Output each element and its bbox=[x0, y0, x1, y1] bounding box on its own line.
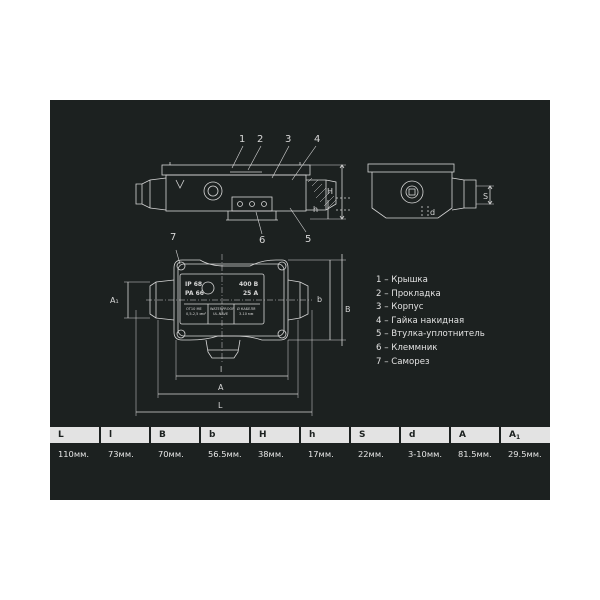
dimensions-table: L l B b H h S d A A1 110мм. 73мм. 70мм. … bbox=[50, 427, 550, 463]
legend-item-3: 3 – Корпус bbox=[376, 302, 424, 313]
label-small-3-line2: 3-10 мм bbox=[239, 312, 254, 316]
side-view-body bbox=[165, 174, 307, 212]
cell-S: 22мм. bbox=[358, 449, 384, 459]
side-view-port bbox=[203, 181, 223, 201]
col-header-B: B bbox=[150, 427, 201, 443]
screw-bottom-left bbox=[176, 329, 186, 339]
dim-S-label: S bbox=[483, 192, 488, 201]
legend-item-6: 6 – Клеммник bbox=[376, 342, 438, 353]
side-view-right-gland bbox=[306, 179, 337, 211]
cell-A1: 29.5мм. bbox=[508, 449, 542, 459]
callout-1: 1 bbox=[239, 134, 246, 145]
dim-H-label: H bbox=[327, 187, 333, 196]
screw-top-right bbox=[277, 261, 287, 271]
end-view-lid bbox=[367, 163, 455, 173]
end-view-body bbox=[371, 172, 453, 219]
col-header-b: b bbox=[200, 427, 251, 443]
end-view-port bbox=[400, 180, 424, 204]
col-header-H: H bbox=[250, 427, 301, 443]
parts-legend: 1 – Крышка 2 – Прокладка 3 – Корпус 4 – … bbox=[376, 274, 485, 369]
cell-h: 17мм. bbox=[308, 449, 334, 459]
label-small-1-line1: ОТ10 МЕ bbox=[186, 307, 202, 311]
label-rating-right-2: 25 А bbox=[243, 290, 258, 297]
side-view-terminal-block bbox=[231, 196, 273, 212]
label-logo bbox=[201, 281, 215, 295]
label-small-2-line2: UL-NAVE bbox=[213, 312, 228, 316]
legend-item-2: 2 – Прокладка bbox=[376, 288, 441, 299]
cell-H: 38мм. bbox=[258, 449, 284, 459]
label-small-1-line2: 0,5-2,5 мм² bbox=[186, 312, 207, 316]
screw-top-left bbox=[176, 261, 186, 271]
callout-4: 4 bbox=[314, 134, 321, 145]
col-header-h: h bbox=[300, 427, 351, 443]
table-header-row: L l B b H h S d A A1 bbox=[50, 427, 550, 443]
top-view-bottom-gland bbox=[205, 339, 241, 359]
callout-3: 3 bbox=[285, 134, 292, 145]
side-view-left-gland bbox=[135, 177, 167, 211]
end-view bbox=[367, 163, 494, 219]
top-view-body bbox=[173, 259, 289, 341]
dim-A1-label: A₁ bbox=[110, 296, 119, 305]
label-rating-left-1: IP 68 bbox=[185, 281, 202, 288]
side-view-lid bbox=[161, 164, 311, 176]
dim-L-label: L bbox=[218, 401, 223, 410]
cell-B: 70мм. bbox=[158, 449, 184, 459]
callout-7: 7 bbox=[170, 232, 177, 243]
legend-item-1: 1 – Крышка bbox=[376, 275, 428, 285]
cell-A: 81.5мм. bbox=[458, 449, 492, 459]
top-view bbox=[124, 249, 346, 416]
dim-A-label: A bbox=[218, 383, 224, 392]
technical-drawing: IP 68 PA 66 400 В 25 А ОТ10 МЕ 0,5-2,5 м… bbox=[110, 145, 494, 416]
legend-item-5: 5 – Втулка-уплотнитель bbox=[376, 329, 485, 340]
callout-5: 5 bbox=[305, 234, 312, 245]
col-header-A: A bbox=[450, 427, 501, 443]
dim-d-label: d bbox=[430, 208, 435, 217]
dim-l-label: l bbox=[220, 365, 222, 374]
label-small-3-line1: Ø КАБЕЛЯ bbox=[237, 306, 256, 311]
drawing-panel: IP 68 PA 66 400 В 25 А ОТ10 МЕ 0,5-2,5 м… bbox=[50, 100, 550, 500]
cell-L: 110мм. bbox=[58, 449, 89, 459]
col-header-A1: A1 bbox=[500, 427, 550, 443]
col-header-d: d bbox=[400, 427, 451, 443]
callout-2: 2 bbox=[257, 134, 264, 145]
end-view-gland bbox=[451, 177, 477, 211]
dim-h-label: h bbox=[313, 205, 318, 214]
cell-b: 56.5мм. bbox=[208, 449, 242, 459]
label-small-2-line1: WATERPROOF bbox=[210, 307, 234, 311]
col-header-l: l bbox=[100, 427, 151, 443]
side-view bbox=[135, 145, 350, 235]
table-row: 110мм. 73мм. 70мм. 56.5мм. 38мм. 17мм. 2… bbox=[50, 443, 550, 463]
callout-6: 6 bbox=[259, 235, 266, 246]
legend-item-4: 4 – Гайка накидная bbox=[376, 315, 465, 326]
dim-B-label: B bbox=[345, 305, 351, 314]
label-rating-right-1: 400 В bbox=[239, 281, 259, 288]
col-header-L: L bbox=[50, 427, 101, 443]
col-header-S: S bbox=[350, 427, 401, 443]
legend-item-7: 7 – Саморез bbox=[376, 356, 430, 367]
dim-b-label: b bbox=[317, 295, 322, 304]
cell-l: 73мм. bbox=[108, 449, 134, 459]
cell-d: 3-10мм. bbox=[408, 449, 442, 459]
screw-bottom-right bbox=[277, 329, 287, 339]
label-rating-left-2: PA 66 bbox=[185, 290, 204, 297]
